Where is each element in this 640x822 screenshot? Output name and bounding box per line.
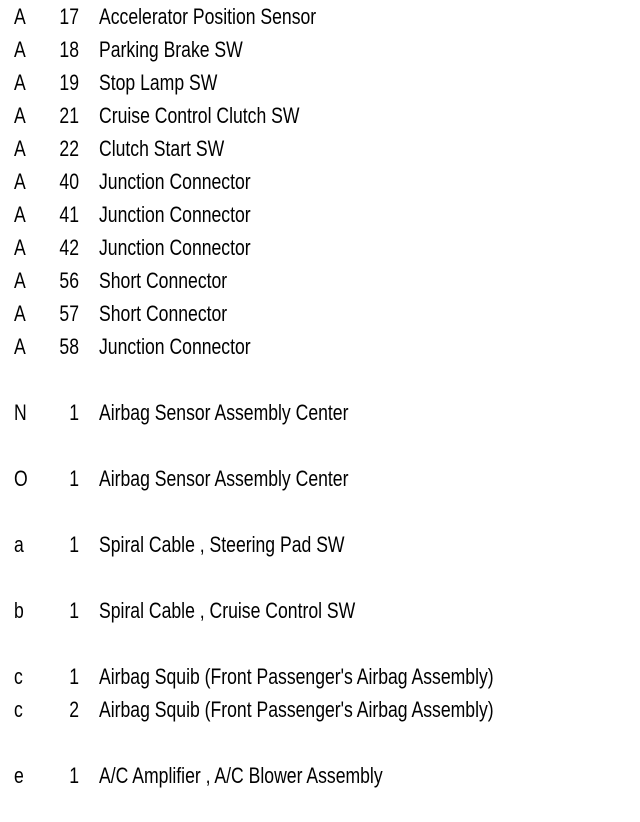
legend-description: Spiral Cable , Cruise Control SW [99,598,356,623]
legend-row: e 1 A/C Amplifier , A/C Blower Assembly [0,759,640,792]
legend-number: 42 [59,235,79,260]
legend-description: Clutch Start SW [99,136,225,161]
legend-number: 58 [59,334,79,359]
legend-description: Junction Connector [99,202,251,227]
legend-code: A [14,202,26,227]
legend-row: A 41 Junction Connector [0,198,640,231]
legend-row: A 42 Junction Connector [0,231,640,264]
legend-description: A/C Amplifier , A/C Blower Assembly [99,763,383,788]
legend-description: Airbag Sensor Assembly Center [99,400,349,425]
legend-code: c [14,697,23,722]
legend-number: 21 [59,103,79,128]
legend-row: O 1 Airbag Sensor Assembly Center [0,462,640,495]
legend-row: A 40 Junction Connector [0,165,640,198]
legend-code: e [14,763,24,788]
legend-number: 1 [69,763,79,788]
legend-code: b [14,598,24,623]
legend-description: Airbag Sensor Assembly Center [99,466,349,491]
legend-row: A 56 Short Connector [0,264,640,297]
legend-code: A [14,235,26,260]
legend-number: 22 [59,136,79,161]
legend-row: N 1 Airbag Sensor Assembly Center [0,396,640,429]
legend-description: Stop Lamp SW [99,70,218,95]
legend-number: 1 [69,400,79,425]
legend-code: A [14,70,26,95]
legend-code: a [14,532,24,557]
legend-description: Short Connector [99,301,228,326]
legend-description: Junction Connector [99,334,251,359]
legend-code: A [14,37,26,62]
legend-number: 1 [69,532,79,557]
legend-description: Airbag Squib (Front Passenger's Airbag A… [99,697,494,722]
legend-number: 57 [59,301,79,326]
legend-number: 2 [69,697,79,722]
legend-code: A [14,301,26,326]
legend-row: A 17 Accelerator Position Sensor [0,0,640,33]
legend-number: 19 [59,70,79,95]
legend-description: Junction Connector [99,169,251,194]
legend-row: A 57 Short Connector [0,297,640,330]
legend-number: 1 [69,664,79,689]
legend-row: b 1 Spiral Cable , Cruise Control SW [0,594,640,627]
legend-row: A 21 Cruise Control Clutch SW [0,99,640,132]
legend-description: Airbag Squib (Front Passenger's Airbag A… [99,664,494,689]
legend-row: a 1 Spiral Cable , Steering Pad SW [0,528,640,561]
legend-number: 41 [59,202,79,227]
legend-row: A 18 Parking Brake SW [0,33,640,66]
legend-code: A [14,334,26,359]
legend-number: 17 [59,4,79,29]
legend-code: A [14,4,26,29]
legend-code: A [14,136,26,161]
legend-row: A 58 Junction Connector [0,330,640,363]
legend-description: Junction Connector [99,235,251,260]
legend-code: N [14,400,27,425]
legend-number: 56 [59,268,79,293]
legend-number: 40 [59,169,79,194]
legend-number: 18 [59,37,79,62]
legend-description: Spiral Cable , Steering Pad SW [99,532,345,557]
legend-number: 1 [69,598,79,623]
legend-number: 1 [69,466,79,491]
legend-description: Cruise Control Clutch SW [99,103,300,128]
legend-description: Parking Brake SW [99,37,243,62]
legend-code: O [14,466,28,491]
legend-row: A 22 Clutch Start SW [0,132,640,165]
legend-row: A 19 Stop Lamp SW [0,66,640,99]
legend-code: A [14,103,26,128]
legend-code: c [14,664,23,689]
legend-row: c 2 Airbag Squib (Front Passenger's Airbag… [0,693,640,726]
legend-description: Accelerator Position Sensor [99,4,317,29]
legend-row: c 1 Airbag Squib (Front Passenger's Airbag… [0,660,640,693]
legend-code: A [14,268,26,293]
legend-description: Short Connector [99,268,228,293]
legend-code: A [14,169,26,194]
